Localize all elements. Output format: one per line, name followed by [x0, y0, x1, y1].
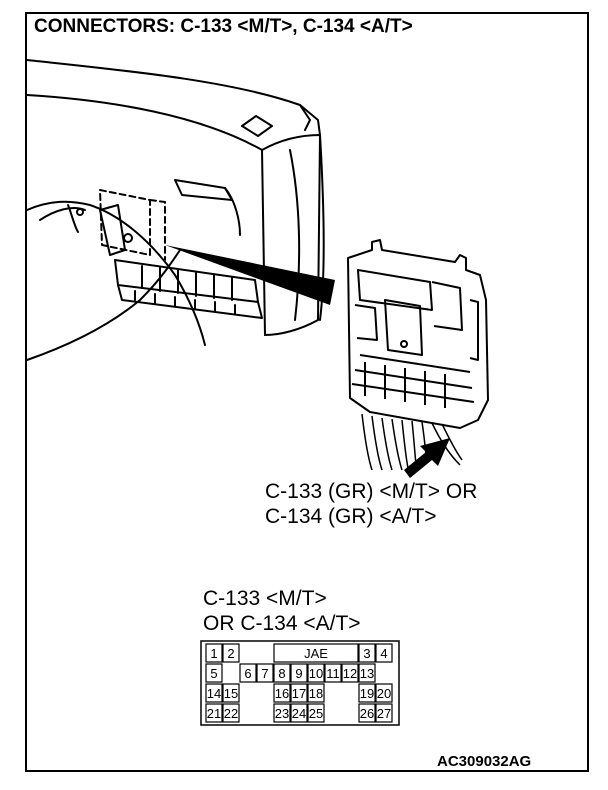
pin-4: 4 — [380, 646, 387, 661]
pin-18: 18 — [309, 686, 323, 701]
pin-27: 27 — [377, 706, 391, 721]
pin-21-cell — [205, 703, 223, 723]
pin-22: 22 — [224, 706, 238, 721]
pin-6-cell — [239, 663, 257, 683]
pin-1-cell — [205, 643, 223, 663]
pin-17-cell — [290, 683, 308, 703]
pin-13-cell — [358, 663, 376, 683]
pin-24-cell — [290, 703, 308, 723]
connector-maker-label: JAE — [304, 646, 328, 661]
pin-12: 12 — [343, 666, 357, 681]
pin-9-cell — [290, 663, 308, 683]
connector-face-label: C-133 <M/T> OR C-134 <A/T> — [203, 586, 361, 636]
pin-5-cell — [205, 663, 223, 683]
pin-15-cell — [222, 683, 240, 703]
pin-5: 5 — [210, 666, 217, 681]
pin-14: 14 — [207, 686, 221, 701]
pin-7: 7 — [261, 666, 268, 681]
pin-3: 3 — [363, 646, 370, 661]
pin-9: 9 — [295, 666, 302, 681]
pin-21: 21 — [207, 706, 221, 721]
connector-maker-label-cell — [273, 643, 359, 663]
pin-20: 20 — [377, 686, 391, 701]
pin-20-cell — [375, 683, 393, 703]
pin-4-cell — [375, 643, 393, 663]
pin-24: 24 — [292, 706, 306, 721]
pin-2: 2 — [227, 646, 234, 661]
pin-25: 25 — [309, 706, 323, 721]
figure-title: CONNECTORS: C-133 <M/T>, C-134 <A/T> — [34, 16, 413, 37]
pin-8-cell — [273, 663, 291, 683]
pin-6: 6 — [244, 666, 251, 681]
callout-line-1: C-133 (GR) <M/T> OR — [265, 480, 478, 503]
pin-22-cell — [222, 703, 240, 723]
pin-11-cell — [324, 663, 342, 683]
figure-frame — [25, 12, 589, 772]
pin-11: 11 — [326, 666, 340, 681]
connector-face-label-line-2: OR C-134 <A/T> — [203, 612, 361, 635]
pin-10-cell — [307, 663, 325, 683]
pin-27-cell — [375, 703, 393, 723]
pin-13: 13 — [360, 666, 374, 681]
figure-code: AC309032AG — [437, 753, 532, 770]
pin-2-cell — [222, 643, 240, 663]
pin-8: 8 — [278, 666, 285, 681]
pin-7-cell — [256, 663, 274, 683]
pin-1: 1 — [210, 646, 217, 661]
pin-19: 19 — [360, 686, 374, 701]
pin-3-cell — [358, 643, 376, 663]
pin-16: 16 — [275, 686, 289, 701]
pin-26: 26 — [360, 706, 374, 721]
connector-face-label-line-1: C-133 <M/T> — [203, 587, 327, 610]
pin-25-cell — [307, 703, 325, 723]
pin-15: 15 — [224, 686, 238, 701]
pin-14-cell — [205, 683, 223, 703]
connector-callout: C-133 (GR) <M/T> OR C-134 (GR) <A/T> — [265, 479, 477, 529]
pin-10: 10 — [309, 666, 323, 681]
pin-12-cell — [341, 663, 359, 683]
pin-16-cell — [273, 683, 291, 703]
pin-23: 23 — [275, 706, 289, 721]
callout-line-2: C-134 (GR) <A/T> — [265, 505, 437, 528]
pin-17: 17 — [292, 686, 306, 701]
pin-26-cell — [358, 703, 376, 723]
pin-23-cell — [273, 703, 291, 723]
pin-18-cell — [307, 683, 325, 703]
pin-19-cell — [358, 683, 376, 703]
